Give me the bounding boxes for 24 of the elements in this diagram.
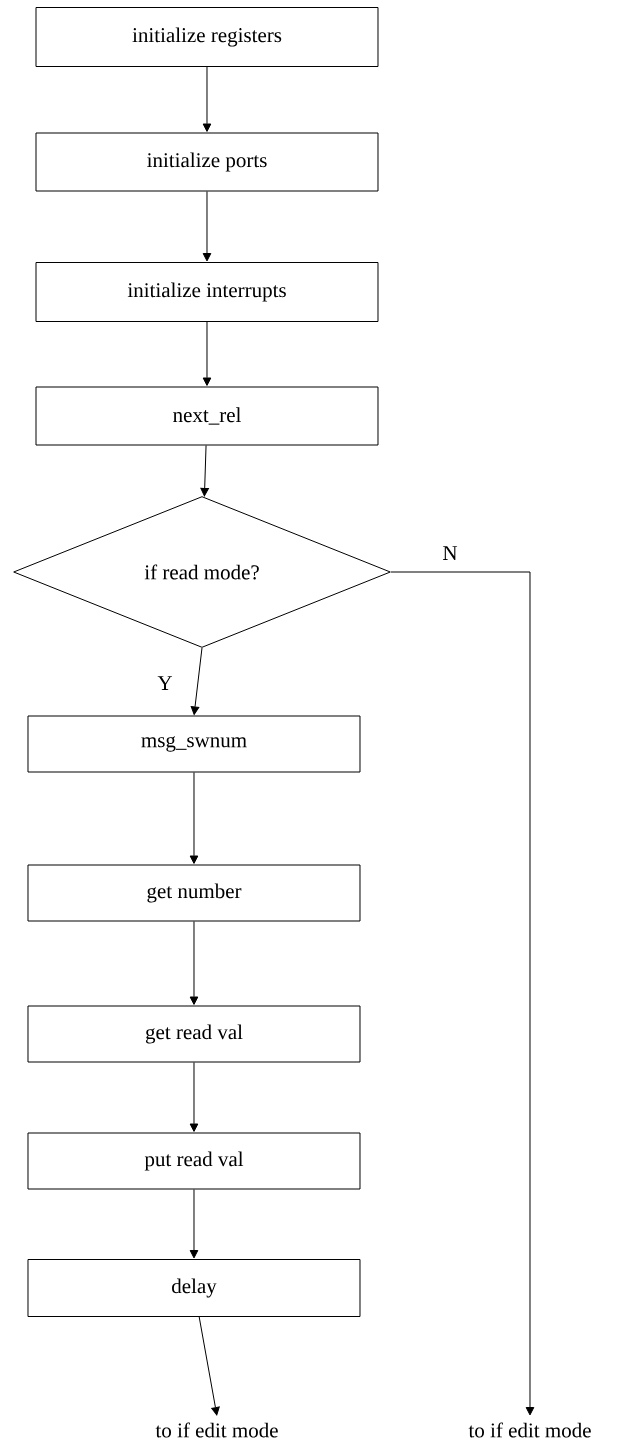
arrow xyxy=(390,571,535,1416)
process-box: delay xyxy=(27,1259,361,1317)
arrow xyxy=(189,921,199,1005)
arrow xyxy=(198,1316,220,1416)
arrow xyxy=(189,772,199,864)
arrow xyxy=(202,321,212,386)
arrow xyxy=(200,445,209,497)
arrow xyxy=(190,647,203,715)
arrow xyxy=(202,66,212,132)
process-box: get number xyxy=(27,864,361,922)
arrow xyxy=(189,1062,199,1132)
process-box: msg_swnum xyxy=(27,715,361,773)
connector-text: to if edit mode xyxy=(468,1422,591,1438)
arrow xyxy=(202,191,212,262)
arrow xyxy=(189,1189,199,1259)
process-box: initialize registers xyxy=(35,7,379,67)
process-box: put read val xyxy=(27,1132,361,1190)
process-box: initialize interrupts xyxy=(35,262,379,322)
process-box: get read val xyxy=(27,1005,361,1063)
edge-label: Y xyxy=(156,675,174,691)
connector-text: to if edit mode xyxy=(155,1422,278,1438)
process-box: next_rel xyxy=(35,386,379,446)
edge-label: N xyxy=(441,545,459,561)
process-box: initialize ports xyxy=(35,132,379,192)
